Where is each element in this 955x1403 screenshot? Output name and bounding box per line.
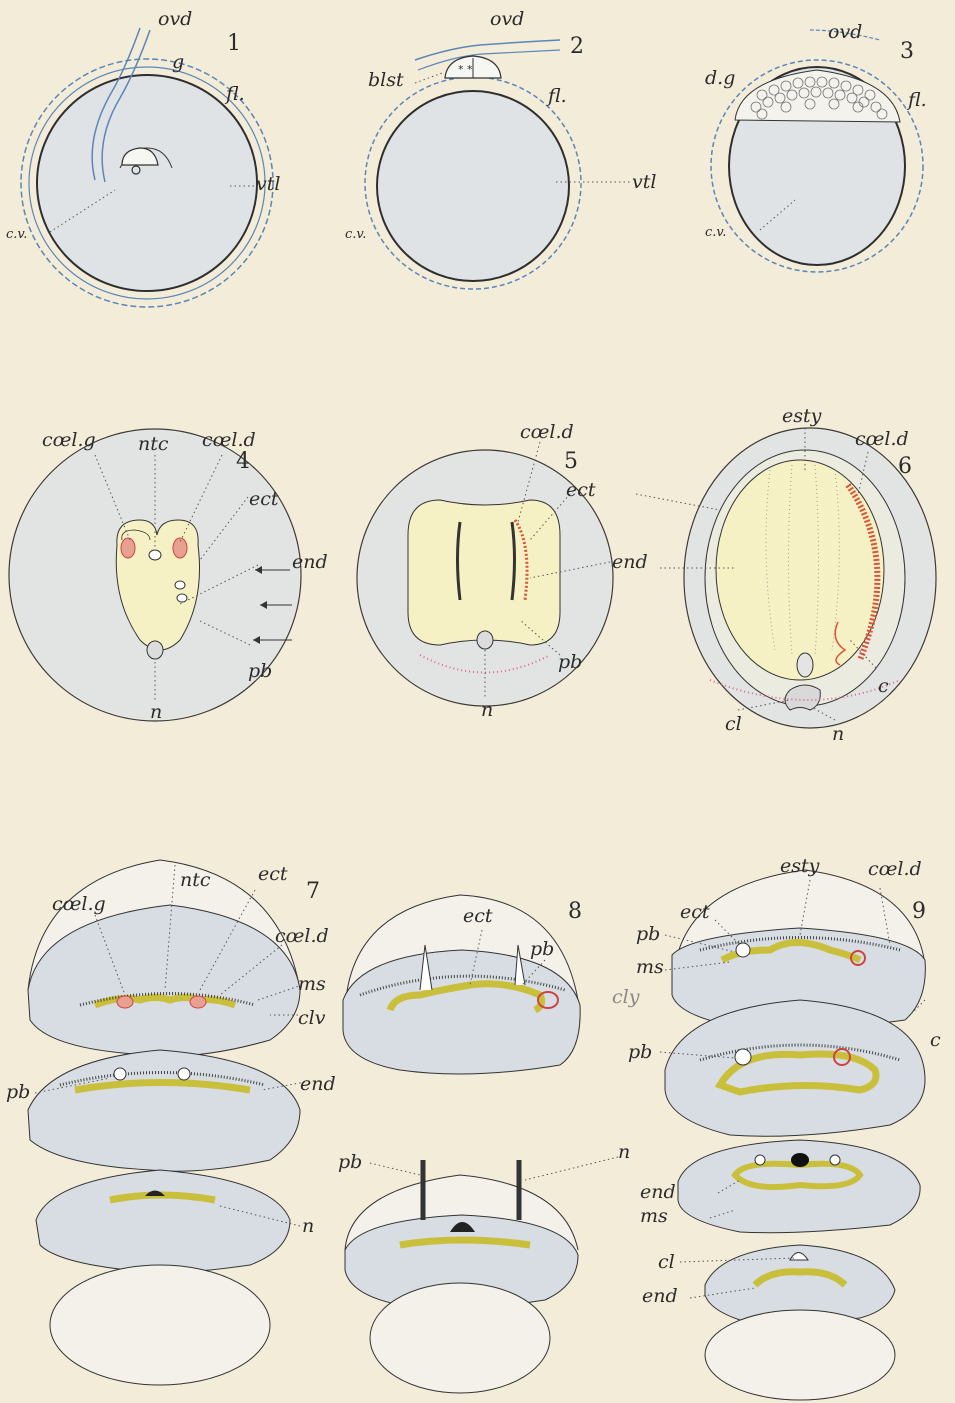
section-middle — [28, 1050, 300, 1171]
posterior-cap — [705, 1310, 895, 1400]
fig4-label-ect: ect — [249, 488, 279, 510]
fig2-label-vtl: vtl — [632, 171, 656, 193]
svg-text:* *: * * — [458, 63, 473, 76]
section-top — [343, 950, 580, 1074]
fig9-label-cl: cl — [658, 1251, 675, 1273]
embryo-area — [408, 500, 560, 645]
fig9-label-end-2: end — [642, 1285, 678, 1307]
fig7-label-clv: clv — [298, 1007, 326, 1029]
fig2-label-cv: c.v. — [345, 227, 366, 242]
fig2-label-fl: fl. — [546, 85, 567, 107]
fig8-label-ect: ect — [463, 905, 493, 927]
fig9-label-pb: pb — [636, 923, 660, 945]
fig9-label-pb-2: pb — [628, 1041, 652, 1063]
yolk-sphere — [37, 75, 257, 291]
fig6-label-coel-d: cœl.d — [855, 428, 909, 450]
fig9-label-esty: esty — [780, 855, 820, 877]
fig5-label-n: n — [481, 699, 493, 721]
fig7-label-pb: pb — [6, 1081, 30, 1103]
fig3-label-dg: d.g — [705, 67, 735, 89]
fig8-label-pb: pb — [530, 938, 554, 960]
fig9-label-coel-d: cœl.d — [868, 858, 922, 880]
figure-9-number: 9 — [912, 899, 926, 924]
figure-9: esty cœl.d ect pb ms cly c pb end ms cl … — [612, 855, 941, 1400]
fig6-label-esty: esty — [782, 405, 822, 427]
posterior-cap — [50, 1265, 270, 1385]
fig4-label-ntc: ntc — [138, 433, 169, 455]
fig7-label-ms: ms — [298, 973, 326, 995]
fig5-label-ect: ect — [566, 479, 596, 501]
figure-7-number: 7 — [306, 879, 320, 904]
fig9-label-ms-2: ms — [640, 1205, 668, 1227]
fig2-label-ovd: ovd — [490, 8, 524, 30]
fig1-label-cv: c.v. — [6, 227, 27, 242]
fig8-label-n: n — [618, 1141, 630, 1163]
figure-3-number: 3 — [900, 39, 914, 64]
fig7-label-n: n — [302, 1215, 314, 1237]
fig9-label-end: end — [640, 1181, 676, 1203]
fig9-label-ms: ms — [636, 956, 664, 978]
fig4-label-end: end — [292, 551, 328, 573]
fig9-label-ect: ect — [680, 901, 710, 923]
coelom-pouch-left — [121, 538, 135, 558]
fig5-label-coel-d: cœl.d — [520, 421, 574, 443]
figure-1: ovd g fl. vtl c.v. 1 — [6, 8, 280, 307]
fig1-label-g: g — [172, 51, 184, 73]
posterior-cap — [370, 1283, 550, 1393]
fig2-label-blst: blst — [368, 69, 404, 91]
yolk-sphere — [377, 91, 569, 281]
figure-2-number: 2 — [570, 34, 584, 59]
fig5-label-pb: pb — [558, 651, 582, 673]
fig1-label-vtl: vtl — [256, 173, 280, 195]
fig4-label-coel-d: cœl.d — [202, 429, 256, 451]
fig6-label-cl: cl — [725, 713, 742, 735]
figure-5-number: 5 — [564, 449, 578, 474]
fig8-label-pb-lower: pb — [338, 1151, 362, 1173]
figure-5: cœl.d ect end pb n 5 — [357, 421, 648, 721]
fig4-label-coel-g: cœl.g — [42, 429, 96, 451]
fig5-label-end: end — [612, 551, 648, 573]
figure-6: esty cœl.d c cl n 6 — [636, 405, 936, 745]
fig6-label-c: c — [878, 675, 889, 697]
figure-4-number: 4 — [236, 449, 250, 474]
fig7-label-ect: ect — [258, 863, 288, 885]
figure-2: * * ovd blst fl. vtl c.v. 2 — [345, 8, 656, 289]
figure-6-number: 6 — [898, 454, 912, 479]
figure-3: ovd d.g fl. c.v. 3 — [705, 21, 927, 272]
fig4-label-pb: pb — [248, 660, 272, 682]
fig3-label-ovd: ovd — [828, 21, 862, 43]
section-2 — [665, 1000, 925, 1136]
fig7-label-end: end — [300, 1073, 336, 1095]
figure-4: cœl.g ntc cœl.d ect end pb n 4 — [9, 429, 328, 723]
figure-7: cœl.g ntc ect cœl.d ms clv pb end n 7 — [6, 860, 336, 1385]
fig1-label-ovd: ovd — [158, 8, 192, 30]
fig4-label-n: n — [150, 701, 162, 723]
figure-1-number: 1 — [227, 31, 241, 56]
fig1-label-fl: fl. — [224, 83, 245, 105]
embryo-area — [716, 460, 884, 680]
fig9-label-c: c — [930, 1029, 941, 1051]
figure-8-number: 8 — [568, 899, 582, 924]
fig6-label-n: n — [832, 723, 844, 745]
section-bottom — [36, 1170, 290, 1273]
fig7-label-coel-d: cœl.d — [275, 925, 329, 947]
fig7-label-coel-g: cœl.g — [52, 893, 106, 915]
fig3-label-cv: c.v. — [705, 225, 726, 240]
fig7-label-ntc: ntc — [180, 869, 211, 891]
fig9-label-cly: cly — [612, 986, 640, 1008]
fig3-label-fl: fl. — [906, 89, 927, 111]
figure-8: ect pb pb n 8 — [338, 895, 630, 1393]
